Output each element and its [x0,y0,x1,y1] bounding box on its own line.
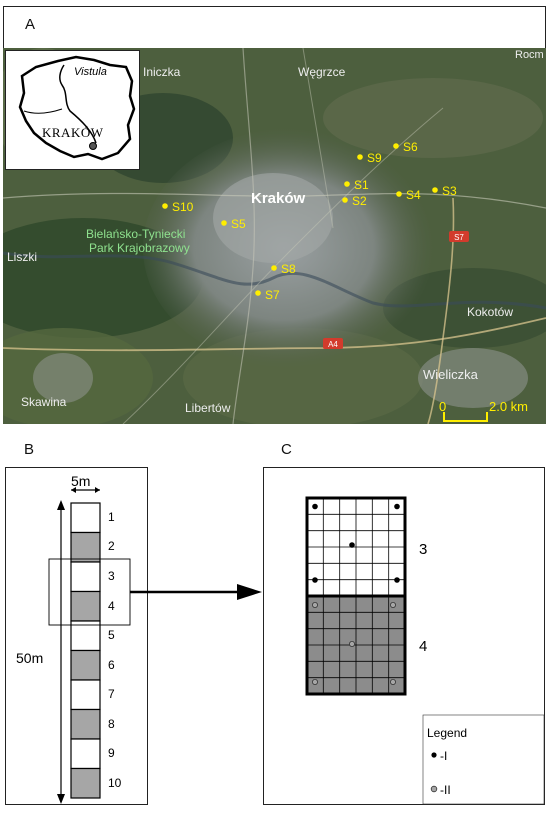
inset-city-label: KRAKÓW [42,125,104,140]
site-s7-marker [255,290,261,296]
site-s10-label: S10 [172,200,194,214]
road-s7-label: S7 [454,233,464,242]
plot-number-9: 9 [108,746,115,760]
site-s2-label: S2 [352,194,367,208]
poland-outline: Vistula KRAKÓW [18,55,136,161]
place-skawina: Skawina [21,395,67,409]
point-ii [349,640,356,647]
place-rocm: Rocm [515,49,544,61]
plot-number-3: 3 [108,569,115,583]
legend-item-i: -I [440,749,447,763]
site-s8-label: S8 [281,262,296,276]
plot-6 [70,649,101,681]
site-s9-marker [357,154,363,160]
site-s2-marker [342,197,348,203]
plot-number-1: 1 [108,510,115,524]
satellite-map: S7 A4 Iniczka Węgrzce Kraków Bielańsko-T… [3,48,546,424]
site-s4-marker [396,191,402,197]
scale-value: 2.0 km [489,399,528,414]
inset-map: Vistula KRAKÓW [5,50,140,170]
plot-8 [70,708,101,740]
site-s5-label: S5 [231,217,246,231]
site-s8-marker [271,265,277,271]
transect-diagram: 5m 50m 1 2 3 4 5 6 7 8 9 10 [16,473,131,804]
point-ii [312,678,319,685]
plot-number-10: 10 [108,776,122,790]
plot-7 [70,679,101,711]
site-s6-marker [393,143,399,149]
panel-a-label: A [25,16,36,33]
place-park-line2: Park Krajobrazowy [89,241,190,255]
site-s7-label: S7 [265,288,280,302]
krakow-location-marker [89,142,97,150]
legend-point-i-icon [431,752,437,758]
point-i [394,503,400,510]
plot-5 [70,620,101,652]
place-libertow: Libertów [185,401,231,415]
place-wegrzce: Węgrzce [298,65,346,79]
site-s9-label: S9 [367,151,382,165]
plot-9 [70,738,101,770]
site-s5-marker [221,220,227,226]
grid-upper-label: 3 [419,541,427,558]
legend-point-ii-icon [430,785,438,793]
place-kokotow: Kokotów [467,305,513,319]
site-s6-label: S6 [403,140,418,154]
site-s3-label: S3 [442,184,457,198]
site-s3-marker [432,187,438,193]
plot-number-4: 4 [108,599,115,613]
grid-lower-label: 4 [419,638,427,655]
site-s10-marker [162,203,168,209]
site-s4-label: S4 [406,188,421,202]
inset-river-label: Vistula [74,66,107,78]
panel-c [263,467,545,805]
plot-3 [70,561,101,593]
plot-number-5: 5 [108,628,115,642]
legend-box [422,714,545,805]
place-liszki: Liszki [7,250,37,264]
transect-height-label: 50m [16,650,43,666]
place-park-line1: Bielańsko-Tyniecki [86,227,185,241]
plot-number-7: 7 [108,687,115,701]
plot-2 [70,531,101,563]
point-i [394,577,400,583]
point-i [312,503,318,510]
place-wieliczka: Wieliczka [423,367,479,382]
place-niczka: Iniczka [143,65,181,79]
transect-width-label: 5m [71,473,90,489]
site-s1-label: S1 [354,178,369,192]
plot-number-2: 2 [108,539,115,553]
point-ii [390,678,397,685]
legend-item-ii: -II [440,783,451,797]
panel-b [5,467,148,805]
plot-number-8: 8 [108,717,115,731]
point-i [312,577,318,583]
site-s1-marker [344,181,350,187]
place-krakow: Kraków [251,190,306,207]
map-svg: S7 A4 Iniczka Węgrzce Kraków Bielańsko-T… [3,48,546,424]
plot-4 [70,590,101,622]
point-ii [312,601,319,608]
plot-number-6: 6 [108,658,115,672]
legend-title: Legend [427,726,467,740]
panel-c-label: C [281,441,292,458]
plot-1 [70,502,101,534]
panel-b-label: B [24,441,35,458]
point-ii [390,601,397,608]
scale-bar: 0 2.0 km [439,399,528,422]
road-a4-label: A4 [328,340,338,349]
subplot-grids: 3 4 Legend -I -II [305,496,545,805]
zoom-arrow [130,584,262,600]
scale-zero: 0 [439,399,446,414]
plot-10 [70,767,101,799]
point-i [349,542,355,548]
